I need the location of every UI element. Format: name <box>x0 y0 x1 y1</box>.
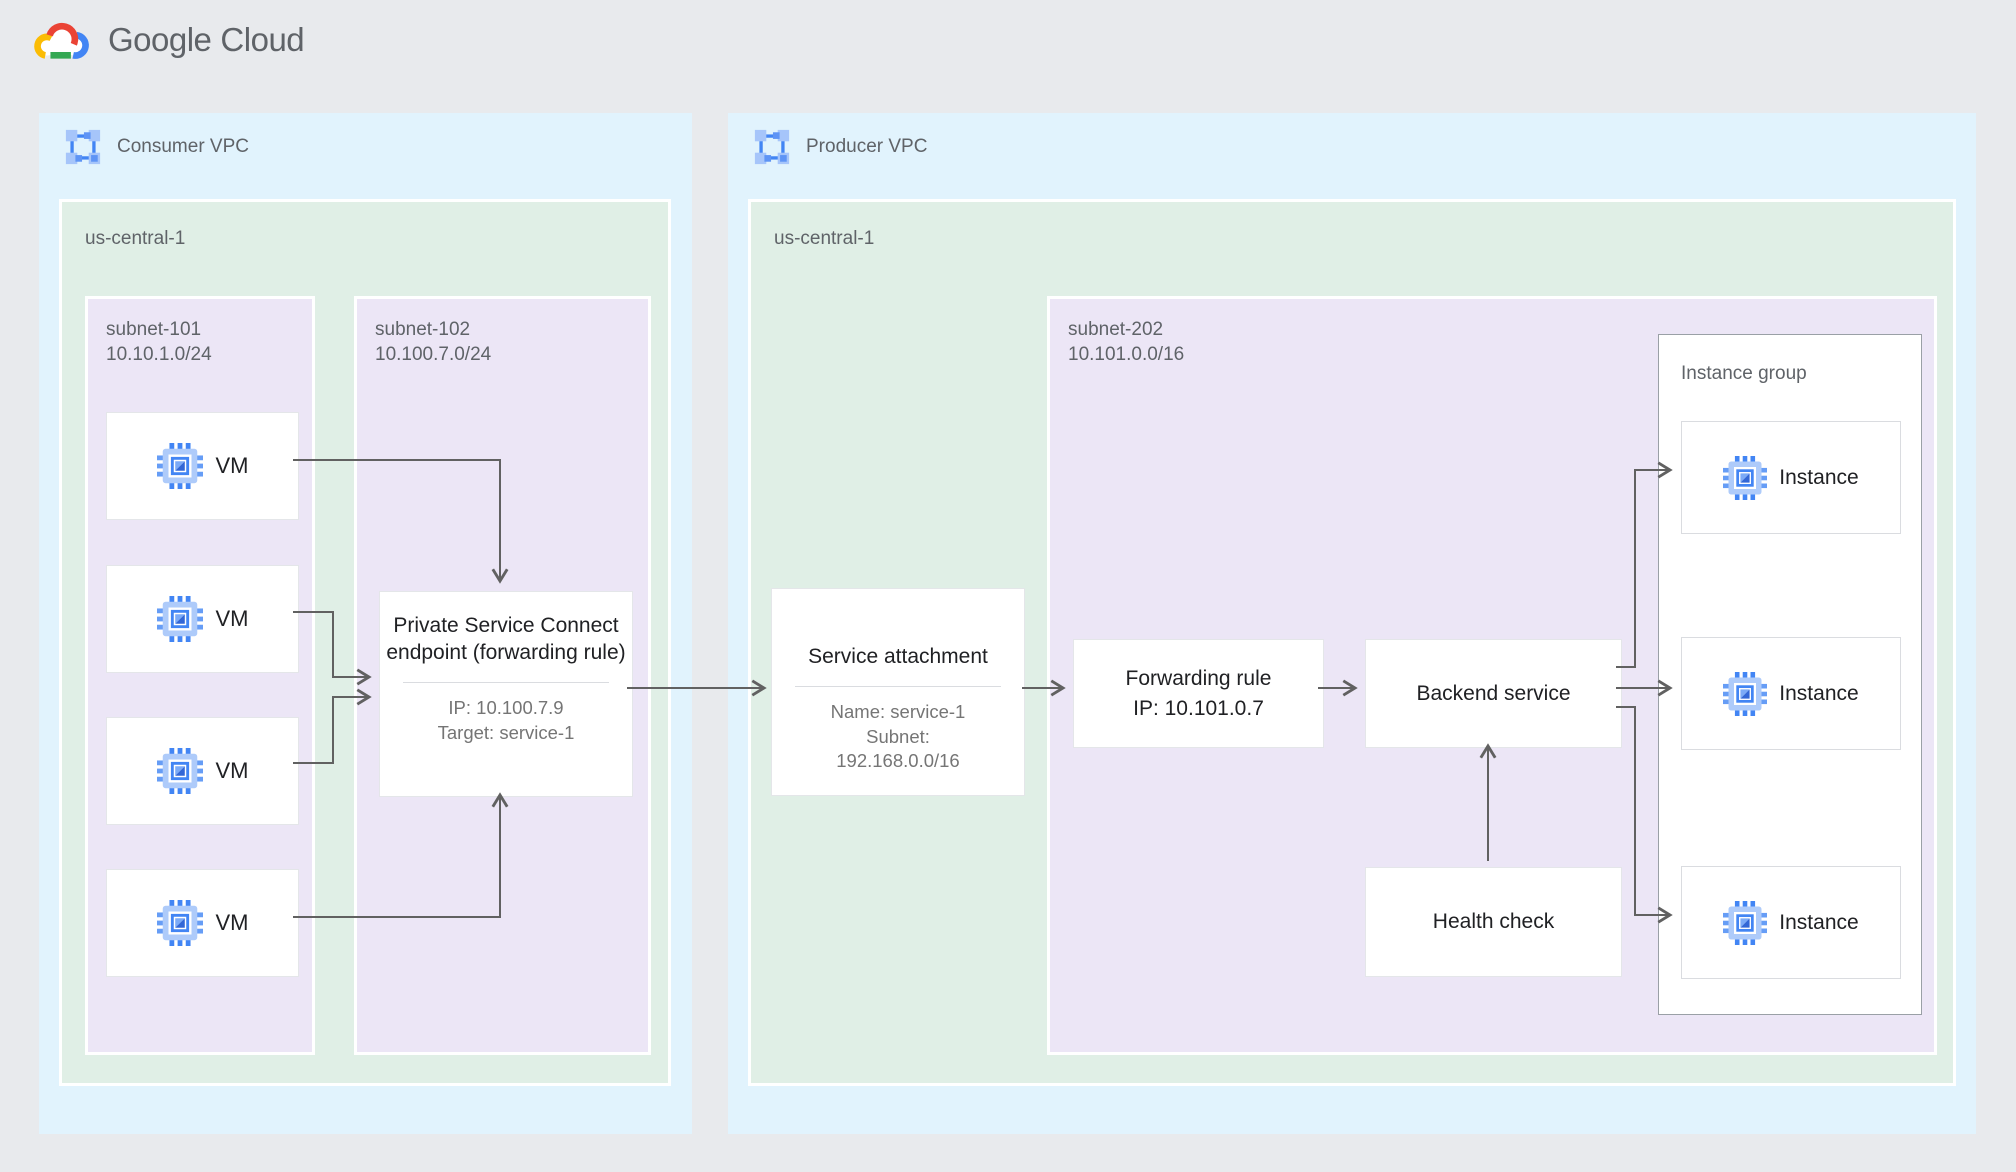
instance-label: Instance <box>1779 681 1859 705</box>
consumer-vpc-header: Consumer VPC <box>64 128 249 166</box>
forwarding-rule-title: Forwarding rule <box>1125 666 1272 690</box>
compute-engine-icon <box>156 748 203 794</box>
consumer-vpc-zone: Consumer VPC us-central-1 subnet-101 10.… <box>39 113 692 1134</box>
compute-engine-icon <box>1723 671 1768 716</box>
consumer-region-label: us-central-1 <box>85 228 186 249</box>
subnet-202-zone: subnet-202 10.101.0.0/16 Forwarding rule… <box>1047 296 1937 1055</box>
subnet-202-label: subnet-202 10.101.0.0/16 <box>1068 319 1185 365</box>
vm-label: VM <box>215 910 249 935</box>
vm-node-1: VM <box>106 412 299 520</box>
vm-node-2: VM <box>106 565 299 673</box>
vm-label: VM <box>215 606 249 631</box>
health-check-title: Health check <box>1432 910 1555 933</box>
subnet-102-zone: subnet-102 10.100.7.0/24 Private Service… <box>354 296 651 1055</box>
consumer-vpc-label: Consumer VPC <box>117 136 249 157</box>
divider <box>402 682 610 683</box>
service-attachment-title: Service attachment <box>808 645 988 668</box>
psc-endpoint-ip: IP: 10.100.7.9 <box>448 697 564 718</box>
subnet-101-zone: subnet-101 10.10.1.0/24 VM VM VM VM <box>85 296 315 1055</box>
subnet-102-label: subnet-102 10.100.7.0/24 <box>375 319 492 365</box>
instance-node-1: Instance <box>1681 421 1901 534</box>
instance-label: Instance <box>1779 465 1859 489</box>
service-attachment-subnet-cidr: 192.168.0.0/16 <box>836 750 960 771</box>
consumer-region-zone: us-central-1 subnet-101 10.10.1.0/24 VM … <box>59 199 671 1086</box>
vpc-network-icon <box>753 128 791 166</box>
forwarding-rule-node: Forwarding rule IP: 10.101.0.7 <box>1073 639 1324 748</box>
health-check-node: Health check <box>1365 867 1622 977</box>
backend-service-node: Backend service <box>1365 639 1622 748</box>
psc-endpoint-target: Target: service-1 <box>437 721 575 743</box>
service-attachment-subnet-label: Subnet: <box>866 725 930 747</box>
subnet-101-label: subnet-101 10.10.1.0/24 <box>106 319 212 365</box>
divider <box>794 686 1002 687</box>
logo-word-cloud: Cloud <box>220 21 305 58</box>
vm-node-3: VM <box>106 717 299 825</box>
compute-engine-icon <box>156 443 203 489</box>
instance-node-3: Instance <box>1681 866 1901 979</box>
instance-group-zone: Instance group Instance Instance Instanc… <box>1658 334 1922 1015</box>
forwarding-rule-ip: IP: 10.101.0.7 <box>1133 696 1264 720</box>
vm-label: VM <box>215 453 249 478</box>
instance-label: Instance <box>1779 910 1859 934</box>
psc-endpoint-title: Private Service Connect endpoint (forwar… <box>386 614 626 664</box>
compute-engine-icon <box>1723 455 1768 500</box>
service-attachment-name: Name: service-1 <box>830 701 966 722</box>
logo-word-google: Google <box>108 21 212 58</box>
producer-region-zone: us-central-1 Service attachment Name: se… <box>748 199 1956 1086</box>
vpc-network-icon <box>64 128 102 166</box>
producer-vpc-label: Producer VPC <box>806 136 928 157</box>
compute-engine-icon <box>156 596 203 642</box>
instance-group-label: Instance group <box>1681 363 1807 384</box>
compute-engine-icon <box>156 900 203 946</box>
producer-vpc-zone: Producer VPC us-central-1 Service attach… <box>728 113 1976 1134</box>
vm-label: VM <box>215 758 249 783</box>
producer-region-label: us-central-1 <box>774 228 875 249</box>
google-cloud-icon <box>34 22 89 59</box>
service-attachment-node: Service attachment Name: service-1 Subne… <box>771 588 1025 796</box>
instance-node-2: Instance <box>1681 637 1901 750</box>
producer-vpc-header: Producer VPC <box>753 128 927 166</box>
vm-node-4: VM <box>106 869 299 977</box>
backend-service-title: Backend service <box>1416 681 1571 705</box>
psc-endpoint-node: Private Service Connect endpoint (forwar… <box>379 591 633 797</box>
compute-engine-icon <box>1723 900 1768 945</box>
